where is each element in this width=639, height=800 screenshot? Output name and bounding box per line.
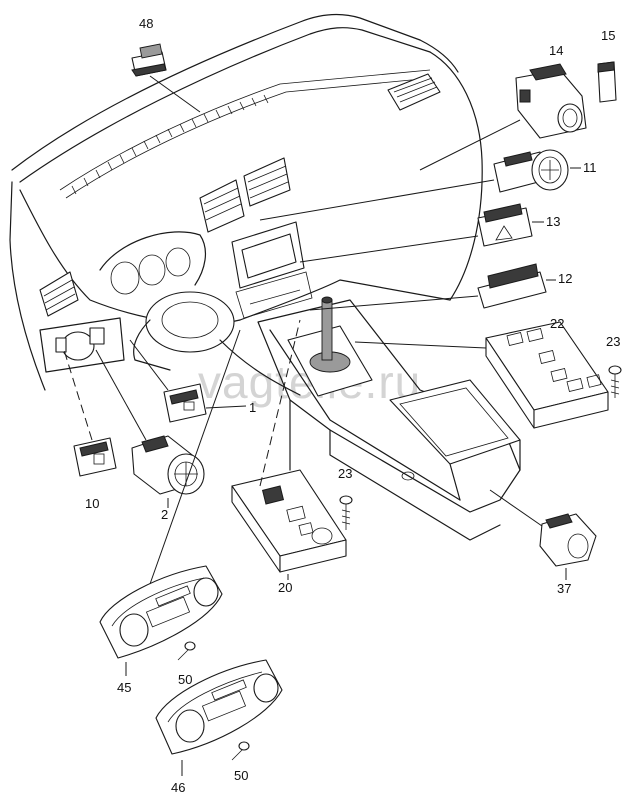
callout-20: 20 (278, 580, 292, 595)
part-15-cover-cap (597, 61, 617, 103)
part-2-light-switch (131, 435, 205, 495)
defroster-grille (71, 94, 269, 195)
vent-right (387, 73, 441, 111)
callout-14: 14 (549, 43, 563, 58)
steering-hub (133, 291, 301, 396)
part-46-climate-control (155, 659, 283, 755)
part-37-socket (539, 513, 597, 567)
center-console (257, 296, 521, 541)
part-50-screw-lower (231, 741, 250, 761)
callout-15: 15 (601, 28, 615, 43)
vent-center (199, 157, 291, 233)
part-11-headlight-switch (493, 149, 569, 193)
callout-50-upper: 50 (178, 672, 192, 687)
part-12-switch-strip (477, 263, 547, 309)
callout-23-upper: 23 (606, 334, 620, 349)
part-1-switch (163, 383, 207, 423)
callout-46: 46 (171, 780, 185, 795)
part-23-screw-upper (608, 365, 622, 398)
part-23-screw-lower (339, 495, 353, 530)
callout-11: 11 (583, 160, 597, 175)
center-display (231, 221, 313, 319)
part-14-rotary-switch (515, 63, 587, 139)
callout-1: 1 (249, 400, 256, 415)
callout-10: 10 (85, 496, 99, 511)
instrument-cluster (99, 231, 207, 295)
part-22-console-switch-panel (485, 321, 609, 429)
callout-2: 2 (161, 507, 168, 522)
callout-48: 48 (139, 16, 153, 31)
part-48-switch (131, 43, 167, 77)
part-50-screw-upper (177, 641, 196, 661)
callout-13: 13 (546, 214, 560, 229)
dashboard-assembly (9, 13, 483, 396)
callout-23-lower: 23 (338, 466, 352, 481)
part-13-hazard-switch (477, 203, 533, 247)
part-10-switch (73, 437, 117, 477)
callout-22: 22 (550, 316, 564, 331)
part-45-climate-control (99, 565, 223, 659)
part-20-center-switch-panel (231, 469, 347, 573)
callout-50-lower: 50 (234, 768, 248, 783)
vent-left (39, 271, 79, 317)
callout-12: 12 (558, 271, 572, 286)
left-switch-panel (39, 317, 125, 373)
callout-45: 45 (117, 680, 131, 695)
callout-37: 37 (557, 581, 571, 596)
